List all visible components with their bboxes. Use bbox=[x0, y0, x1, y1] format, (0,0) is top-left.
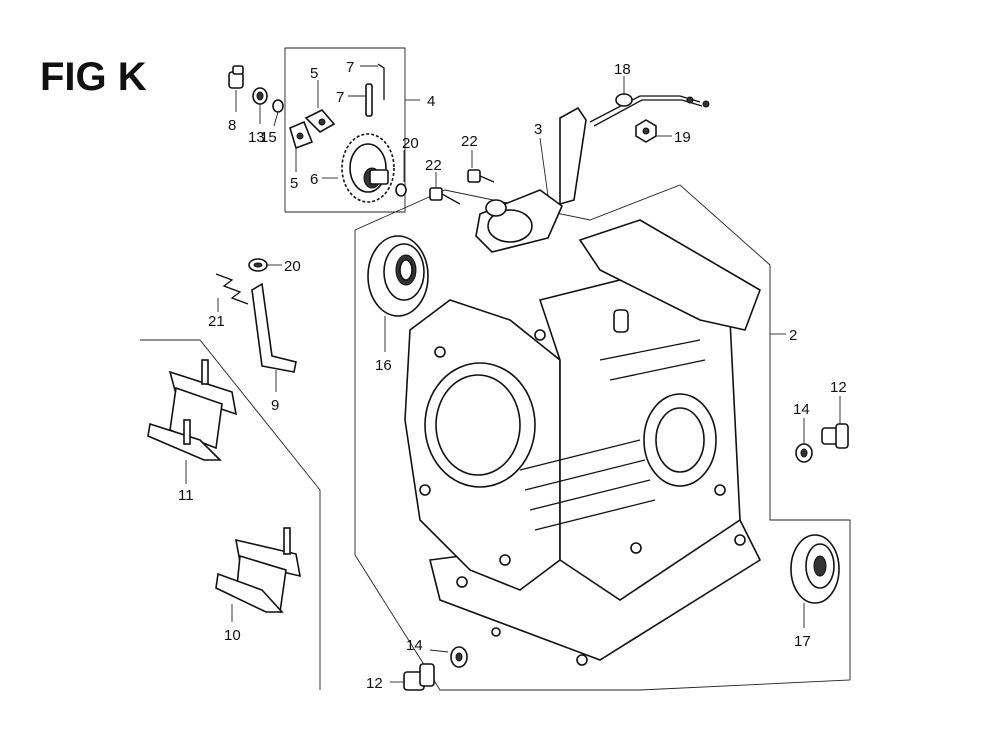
mount-group-frame bbox=[140, 339, 321, 690]
part-15-washer bbox=[272, 99, 284, 113]
callout-19: 19 bbox=[674, 129, 691, 146]
part-11-engine-mount bbox=[147, 359, 238, 461]
part-18-oil-alert-wire bbox=[589, 93, 710, 127]
callout-labels: 2 3 4 5 5 6 7 7 8 9 10 11 12 12 13 14 14… bbox=[178, 59, 847, 692]
callout-8: 8 bbox=[228, 117, 236, 134]
callout-9: 9 bbox=[271, 397, 279, 414]
callout-10: 10 bbox=[224, 627, 241, 644]
part-19-nut bbox=[635, 119, 657, 143]
callout-7-upper: 7 bbox=[346, 59, 354, 76]
part-7-pin-upper bbox=[377, 63, 385, 100]
part-22-bolt-lower bbox=[429, 187, 461, 205]
callout-11: 11 bbox=[178, 487, 194, 504]
callout-7-lower: 7 bbox=[336, 89, 344, 106]
leader-lines bbox=[185, 65, 841, 683]
figure-title: FIG K bbox=[40, 55, 147, 99]
callout-5-lower: 5 bbox=[290, 175, 298, 192]
callout-21: 21 bbox=[208, 313, 225, 330]
part-12-bolt-right bbox=[821, 423, 849, 449]
part-14-washer-lower bbox=[450, 646, 468, 668]
callout-13: 13 bbox=[248, 129, 265, 146]
callout-22-upper: 22 bbox=[461, 133, 478, 150]
callout-17: 17 bbox=[794, 633, 811, 650]
part-20-grommet-lower bbox=[248, 258, 268, 272]
part-20-washer-upper bbox=[395, 183, 407, 197]
callout-15: 15 bbox=[260, 129, 277, 146]
callout-16: 16 bbox=[375, 357, 392, 374]
part-22-bolt-upper bbox=[467, 169, 495, 183]
callout-2: 2 bbox=[789, 327, 797, 344]
callout-22-lower: 22 bbox=[425, 157, 442, 174]
callout-6: 6 bbox=[310, 171, 318, 188]
part-6-governor-gear bbox=[341, 133, 395, 203]
governor-group-frame bbox=[284, 47, 406, 213]
part-14-washer-right bbox=[795, 443, 813, 463]
part-9-breather-tube bbox=[251, 282, 297, 373]
part-12-bolt-lower bbox=[403, 663, 435, 691]
callout-14-right: 14 bbox=[793, 401, 810, 418]
part-16-bearing bbox=[367, 235, 429, 317]
part-10-engine-mount bbox=[215, 527, 302, 614]
part-5-governor-weight-upper bbox=[304, 109, 336, 133]
callout-14-lower: 14 bbox=[406, 637, 423, 654]
callout-12-right: 12 bbox=[830, 379, 847, 396]
part-21-spring-clip bbox=[215, 273, 249, 305]
callout-4: 4 bbox=[427, 93, 435, 110]
part-7-pin-lower bbox=[365, 83, 373, 117]
callout-20-upper: 20 bbox=[402, 135, 419, 152]
part-13-washer bbox=[252, 87, 268, 105]
part-17-oil-seal bbox=[790, 534, 840, 604]
callout-20-lower: 20 bbox=[284, 258, 301, 275]
callout-5-upper: 5 bbox=[310, 65, 318, 82]
part-8-bolt bbox=[228, 65, 244, 89]
part-2-crankcase bbox=[404, 219, 762, 666]
part-5-governor-weight-lower bbox=[289, 120, 314, 150]
callout-12-lower: 12 bbox=[366, 675, 383, 692]
callout-3: 3 bbox=[534, 121, 542, 138]
part-3-oil-level-switch bbox=[475, 106, 587, 253]
callout-18: 18 bbox=[614, 61, 631, 78]
